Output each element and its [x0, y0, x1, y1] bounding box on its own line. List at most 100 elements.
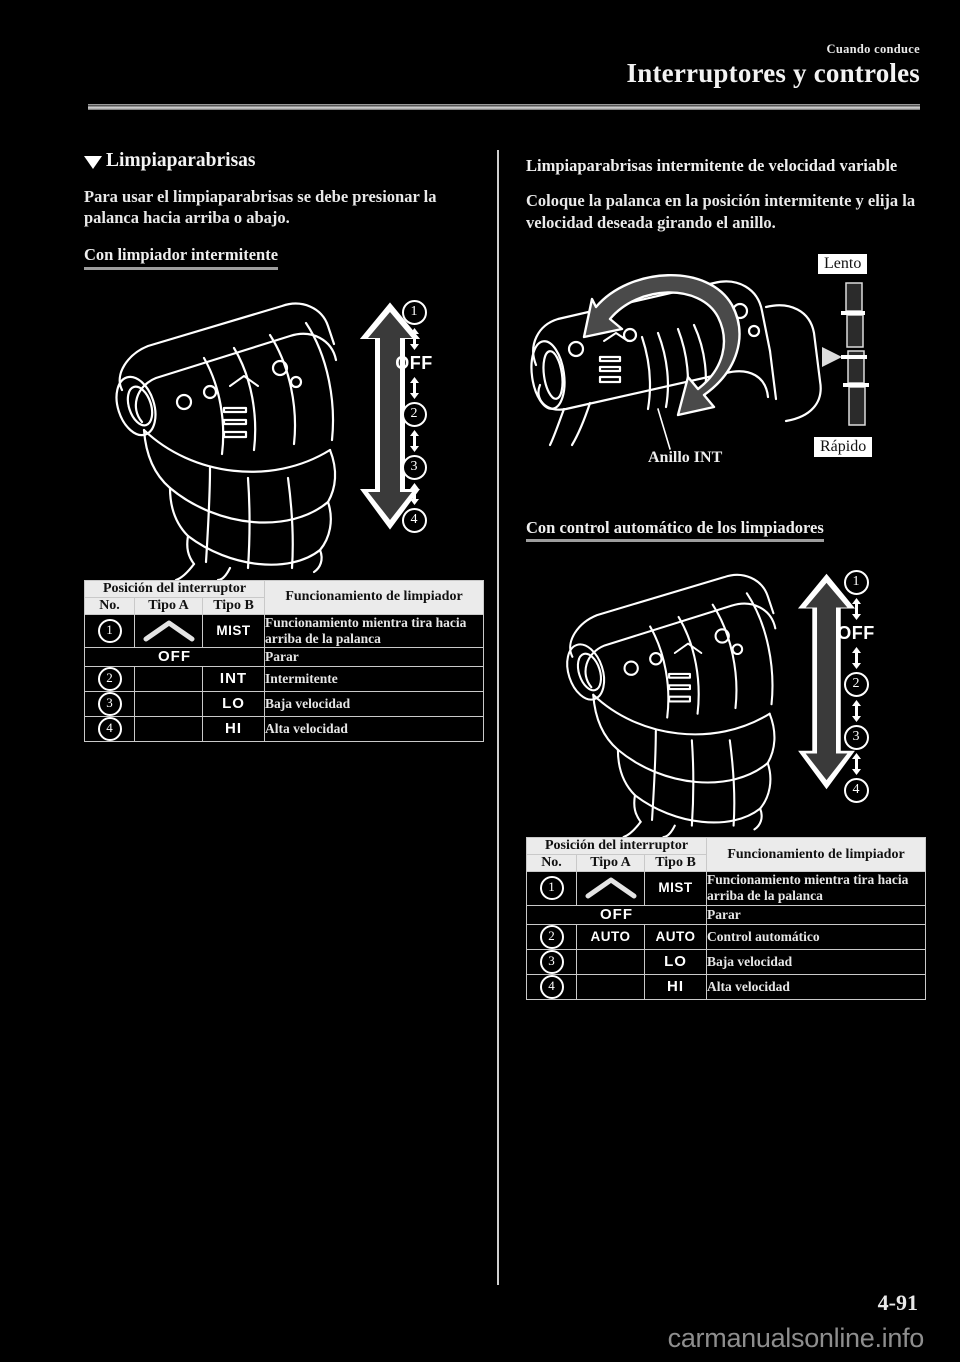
rotate-arrow-icon — [582, 273, 741, 416]
position-arrow-icon — [851, 700, 862, 723]
wiper-lever-illustration-right: 1 OFF 2 3 4 — [526, 562, 926, 838]
table-row: OFF Parar — [83, 647, 484, 668]
page-number: 4-91 — [877, 1290, 918, 1315]
position-3-marker: 3 — [401, 454, 427, 480]
position-arrow-icon — [409, 327, 420, 350]
table-row: 2 AUTO AUTO Control automático — [526, 923, 926, 950]
paragraph-variable-intermittent: Coloque la palanca en la posición interm… — [526, 191, 916, 232]
left-column: Limpiaparabrisas Para usar el limpiapara… — [83, 150, 484, 743]
section-heading-wipers: Limpiaparabrisas — [84, 150, 484, 172]
sub-heading-auto-control: Con control automático de los limpiadore… — [526, 517, 824, 543]
circled-number-icon: 3 — [539, 949, 564, 974]
table-row: 3 LO Baja velocidad — [526, 948, 926, 975]
lo-label: LO — [664, 952, 687, 970]
header-divider-rule — [88, 104, 920, 110]
hi-label: HI — [225, 720, 242, 738]
position-3-marker: 3 — [843, 725, 869, 751]
header-wiper-operation: Funcionamiento de limpiador — [706, 837, 926, 873]
mist-label: MIST — [216, 623, 251, 639]
switch-position-table-right: Posición del interruptor Funcionamiento … — [525, 837, 926, 1000]
int-label: INT — [219, 670, 248, 688]
header-type-a: Tipo A — [576, 854, 645, 873]
position-arrow-icon — [409, 376, 420, 399]
off-label: OFF — [158, 648, 191, 666]
wiper-lever-drawing-auto — [566, 573, 856, 838]
page-header: Cuando conduce Interruptores y controles — [0, 0, 960, 120]
operation-cell: Alta velocidad — [706, 973, 926, 1000]
row-number-cell: 1 — [84, 613, 135, 649]
type-b-icon-cell: LO — [643, 948, 708, 975]
type-b-icon-cell: LO — [201, 691, 266, 718]
hi-label: HI — [667, 977, 684, 995]
lo-label: LO — [222, 695, 245, 713]
operation-cell: Baja velocidad — [706, 948, 926, 975]
table-header-row-top: Posición del interruptor Funcionamiento … — [83, 579, 484, 615]
sub-heading-auto-wrap: Con control automático de los limpiadore… — [526, 517, 926, 552]
circled-number-icon: 3 — [97, 692, 122, 717]
operation-cell: Control automático — [706, 923, 926, 950]
type-a-icon-cell — [134, 613, 203, 649]
type-b-icon-cell: MIST — [643, 871, 708, 906]
row-number-cell: 2 — [84, 666, 135, 693]
speed-label-fast: Rápido — [814, 436, 873, 457]
position-arrow-icon — [409, 482, 420, 505]
position-1-marker: 1 — [843, 570, 869, 596]
position-arrow-icon — [851, 647, 862, 670]
table-header-row-sub: No. Tipo A Tipo B — [526, 854, 926, 873]
type-a-icon-cell — [134, 666, 203, 693]
table-row: 4 HI Alta velocidad — [84, 716, 484, 743]
page-title: Interruptores y controles — [626, 58, 920, 88]
operation-cell: Funcionamiento mientra tira hacia arriba… — [706, 871, 926, 906]
row-number-cell: 3 — [84, 691, 135, 718]
type-b-icon-cell: HI — [201, 716, 266, 743]
header-type-a: Tipo A — [134, 596, 203, 615]
row-number-cell: 4 — [84, 716, 135, 743]
circled-number-icon: 4 — [97, 717, 122, 742]
position-4-marker: 4 — [401, 507, 427, 533]
intro-paragraph: Para usar el limpiaparabrisas se debe pr… — [84, 187, 437, 228]
circled-number-icon: 4 — [539, 974, 564, 999]
operation-cell: Funcionamiento mientra tira hacia arriba… — [264, 613, 484, 649]
position-arrow-icon — [851, 753, 862, 776]
type-b-icon-cell: HI — [643, 973, 708, 1000]
table-row: 4 HI Alta velocidad — [526, 973, 926, 1000]
position-off-label: OFF — [837, 623, 875, 644]
position-4-marker: 4 — [843, 778, 869, 804]
type-b-icon-cell: INT — [201, 666, 266, 693]
row-number-cell: 2 — [526, 923, 577, 950]
sub-heading-intermittent-wrap: Con limpiador intermitente — [84, 244, 484, 279]
table-row: 1 MIST Funcionamiento mientra tira hacia… — [526, 871, 926, 906]
header-switch-position: Posición del interruptor — [525, 837, 708, 856]
wiper-lever-illustration-left: 1 OFF 2 3 4 — [84, 290, 484, 580]
triangle-marker-icon — [84, 155, 102, 169]
header-wiper-operation: Funcionamiento de limpiador — [264, 579, 484, 615]
lever-position-ladder-right: 1 OFF 2 3 4 — [826, 570, 886, 804]
type-a-icon-cell — [134, 716, 203, 743]
switch-position-table-left: Posición del interruptor Funcionamiento … — [83, 579, 484, 743]
position-2-marker: 2 — [401, 401, 427, 427]
type-b-icon-cell: AUTO — [643, 923, 708, 950]
ring-label-anillo-int: Anillo INT — [648, 448, 723, 466]
position-2-marker: 2 — [843, 672, 869, 698]
off-position-cell: OFF — [525, 904, 708, 925]
chevron-up-icon — [585, 877, 636, 899]
table-row: 3 LO Baja velocidad — [84, 691, 484, 718]
circled-number-icon: 1 — [97, 619, 122, 644]
table-row: 1 MIST Funcionamiento mientra tira hacia… — [84, 613, 484, 649]
section-heading-label: Limpiaparabrisas — [106, 150, 256, 171]
type-a-icon-cell — [576, 948, 645, 975]
auto-label-type-a: AUTO — [590, 928, 631, 944]
row-number-cell: 4 — [526, 973, 577, 1000]
operation-cell: Parar — [706, 904, 926, 925]
type-a-icon-cell — [134, 691, 203, 718]
header-type-b: Tipo B — [643, 854, 708, 873]
type-a-icon-cell — [576, 973, 645, 1000]
off-label: OFF — [600, 905, 633, 923]
heading-variable-intermittent: Limpiaparabrisas intermitente de velocid… — [526, 156, 898, 175]
speed-label-slow: Lento — [818, 253, 868, 274]
operation-cell: Baja velocidad — [264, 691, 484, 718]
int-ring-illustration: Anillo INT Lento Rápido — [526, 249, 926, 499]
chevron-up-icon — [143, 620, 194, 642]
int-speed-scale — [822, 281, 869, 426]
table-header-row-sub: No. Tipo A Tipo B — [84, 596, 484, 615]
